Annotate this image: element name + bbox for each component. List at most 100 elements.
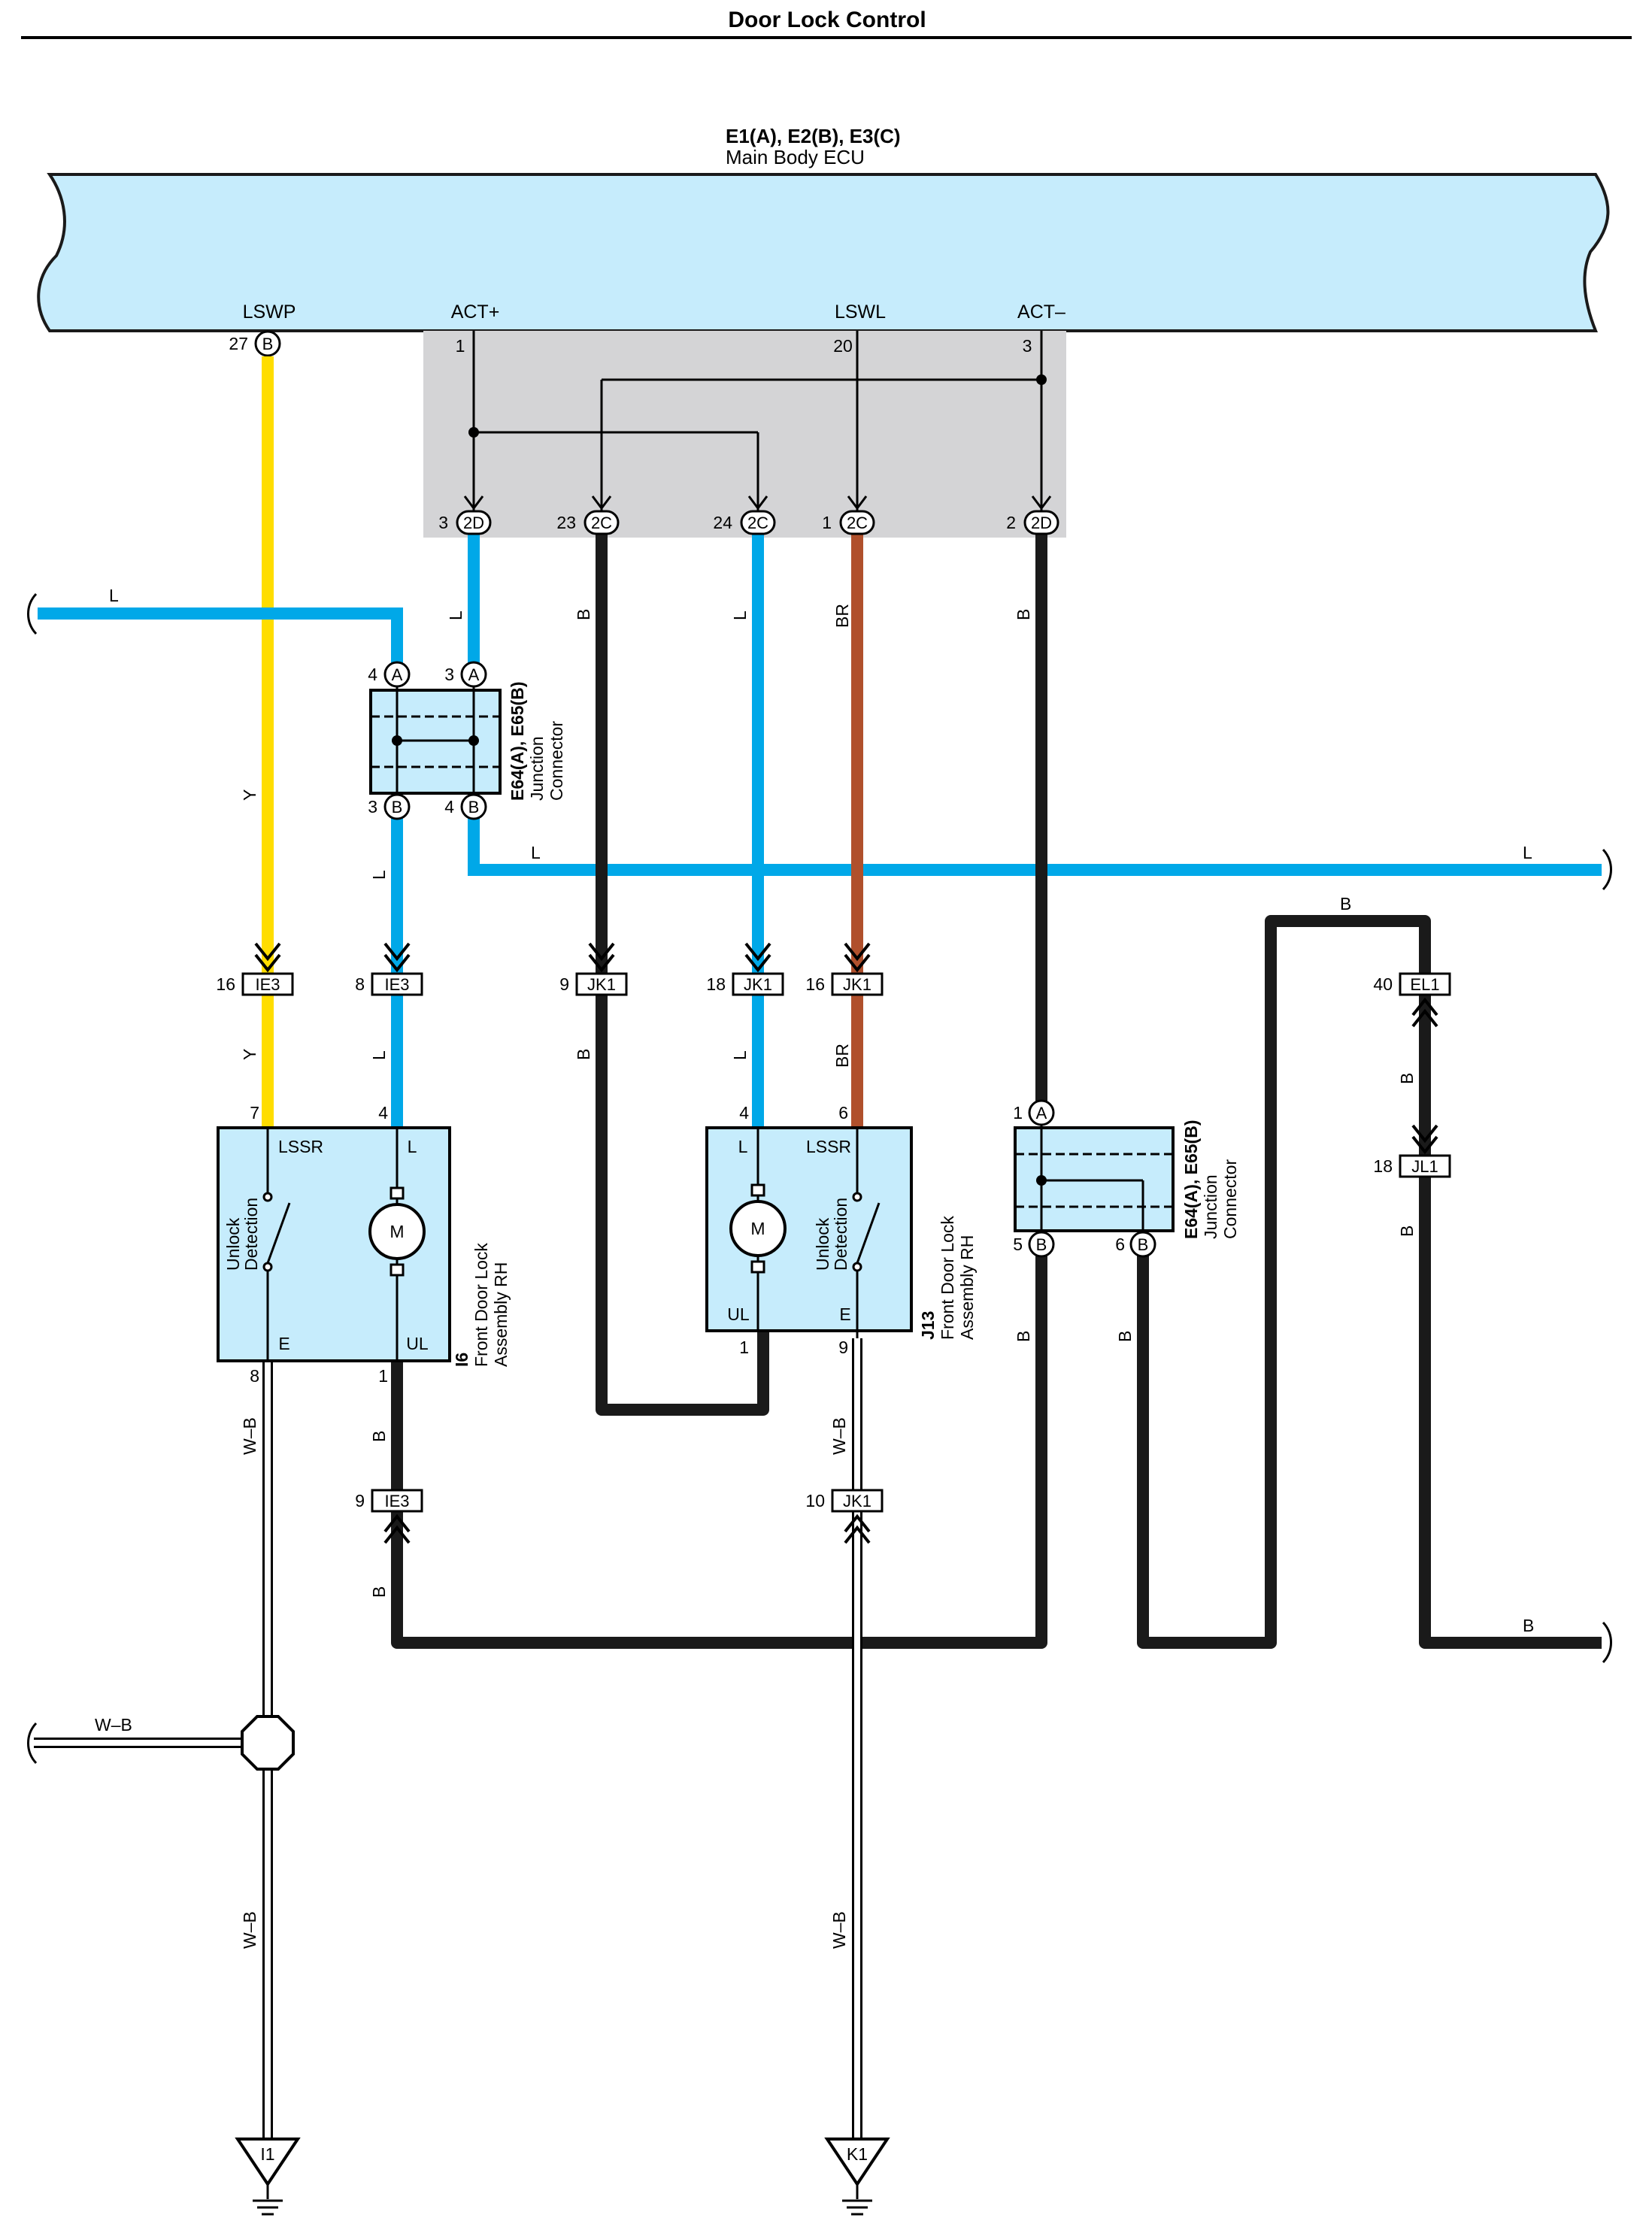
ic-pin-5: 40 bbox=[1373, 974, 1393, 994]
j13-lssr-label: LSSR bbox=[806, 1137, 851, 1156]
jtop-conn-1: A bbox=[468, 665, 480, 684]
jright-pin-1: 5 bbox=[1013, 1235, 1023, 1254]
ecu-terminal-lswl: LSWL bbox=[835, 301, 886, 323]
i6-pin-lssr: 7 bbox=[250, 1103, 259, 1123]
jtop-conn-3: B bbox=[468, 798, 480, 817]
ecu-internal-lines bbox=[463, 331, 1052, 511]
wire-label-l-2: L bbox=[531, 843, 541, 862]
svg-text:W–B: W–B bbox=[240, 1911, 259, 1949]
jright-conn-2: B bbox=[1138, 1235, 1149, 1254]
svg-text:B: B bbox=[369, 1431, 389, 1442]
i6-ul-label: UL bbox=[406, 1334, 429, 1353]
svg-text:Assembly RH: Assembly RH bbox=[491, 1262, 511, 1367]
svg-text:L: L bbox=[730, 611, 750, 620]
jright-conn-0: A bbox=[1036, 1104, 1047, 1123]
ic-id-0: IE3 bbox=[255, 975, 280, 994]
svg-text:Unlock: Unlock bbox=[223, 1217, 243, 1271]
svg-text:Y: Y bbox=[240, 789, 259, 801]
j13-pin-e: 9 bbox=[838, 1338, 848, 1357]
wire-wb-rh bbox=[34, 1361, 273, 2139]
svg-text:BR: BR bbox=[832, 604, 852, 628]
svg-text:Unlock: Unlock bbox=[813, 1217, 832, 1271]
jtop-conn-0: A bbox=[392, 665, 403, 684]
jright-label: E64(A), E65(B) Junction Connector bbox=[1181, 1120, 1240, 1239]
svg-text:L: L bbox=[446, 611, 465, 620]
junction-connector-right bbox=[1014, 1099, 1175, 1258]
ic-id-3: JK1 bbox=[744, 975, 772, 994]
ecu-conn-pin-2: 24 bbox=[713, 513, 732, 532]
i6-l-label: L bbox=[408, 1137, 417, 1156]
ground-i1-label: I1 bbox=[260, 2144, 274, 2164]
ic-id-6: JL1 bbox=[1411, 1157, 1438, 1176]
wb-splice-octagon bbox=[241, 1715, 295, 1771]
ecu-conn-pin-1: 23 bbox=[556, 513, 576, 532]
ecu-name-label: Main Body ECU bbox=[726, 146, 865, 168]
ic-id-1: IE3 bbox=[384, 975, 409, 994]
ic-id-2: JK1 bbox=[587, 975, 616, 994]
ecu-conn-id-1: 2C bbox=[591, 514, 612, 532]
j13-e-label: E bbox=[839, 1304, 850, 1324]
j13-pin-lssr: 6 bbox=[838, 1103, 848, 1123]
ecu-terminal-act-plus: ACT+ bbox=[451, 301, 500, 323]
svg-text:Junction: Junction bbox=[1201, 1174, 1220, 1239]
svg-text:B: B bbox=[1397, 1073, 1417, 1084]
ecu-conn-pin-4: 2 bbox=[1006, 513, 1016, 532]
wire-label-l-3: L bbox=[1523, 843, 1532, 862]
svg-text:B: B bbox=[1014, 1331, 1033, 1342]
wire-b-right-loop bbox=[1137, 915, 1602, 1649]
svg-text:Assembly RH: Assembly RH bbox=[957, 1235, 977, 1340]
ecu-terminal-lswp: LSWP bbox=[243, 301, 296, 323]
svg-text:B: B bbox=[369, 1586, 389, 1598]
j13-l-label: L bbox=[738, 1137, 748, 1156]
i6-pin-ul: 1 bbox=[378, 1366, 388, 1386]
ic-id-8: JK1 bbox=[843, 1492, 871, 1510]
svg-text:W–B: W–B bbox=[829, 1417, 849, 1455]
i6-lssr-label: LSSR bbox=[278, 1137, 323, 1156]
ic-pin-0: 16 bbox=[216, 974, 235, 994]
wire-l-left-feed bbox=[38, 607, 403, 669]
svg-text:I6: I6 bbox=[452, 1353, 471, 1367]
ground-symbol-i1 bbox=[235, 2138, 301, 2216]
jtop-conn-2: B bbox=[392, 798, 403, 817]
svg-text:B: B bbox=[574, 1049, 593, 1060]
jtop-pin-1: 3 bbox=[444, 665, 454, 684]
i6-name-label: I6 Front Door Lock Assembly RH bbox=[452, 1243, 511, 1367]
svg-text:Detection: Detection bbox=[831, 1198, 850, 1271]
ic-id-7: IE3 bbox=[384, 1492, 409, 1510]
jtop-pin-2: 3 bbox=[368, 797, 377, 817]
i6-pin-e: 8 bbox=[250, 1366, 259, 1386]
svg-text:BR: BR bbox=[832, 1044, 852, 1068]
wire-label-wb-h: W–B bbox=[95, 1715, 132, 1735]
svg-text:L: L bbox=[730, 1050, 750, 1060]
main-body-ecu bbox=[37, 173, 1610, 332]
svg-text:Connector: Connector bbox=[1220, 1159, 1240, 1239]
door-lock-assembly-i6 bbox=[217, 1126, 451, 1362]
ecu-conn-id-0: 2D bbox=[463, 514, 484, 532]
svg-text:L: L bbox=[369, 870, 389, 880]
svg-text:Front Door Lock: Front Door Lock bbox=[471, 1243, 491, 1367]
wire-label-b-top: B bbox=[1340, 894, 1351, 914]
svg-text:B: B bbox=[574, 609, 593, 620]
ecu-pin-act-plus: 1 bbox=[456, 336, 465, 356]
svg-text:Connector: Connector bbox=[547, 721, 566, 801]
svg-text:B: B bbox=[1014, 609, 1033, 620]
wire-l-right-feed bbox=[468, 814, 1602, 876]
j13-pin-ul: 1 bbox=[739, 1338, 749, 1357]
vertical-wire-labels: L B L BR B Y L Y L B L BR B B B B B B W–… bbox=[240, 604, 1417, 1949]
ic-pin-7: 9 bbox=[355, 1491, 365, 1510]
wire-label-l-1: L bbox=[109, 586, 119, 605]
svg-text:E64(A), E65(B): E64(A), E65(B) bbox=[1181, 1120, 1201, 1239]
ground-symbol-k1 bbox=[824, 2138, 890, 2216]
ecu-pin-lswl: 20 bbox=[833, 336, 853, 356]
jtop-label: E64(A), E65(B) Junction Connector bbox=[508, 682, 566, 801]
inline-connector-symbols bbox=[241, 972, 1451, 1513]
j13-name-label: J13 Front Door Lock Assembly RH bbox=[918, 1216, 977, 1340]
ecu-internal-wiring-region bbox=[423, 331, 1066, 538]
ic-pin-4: 16 bbox=[805, 974, 825, 994]
ecu-conn-pin-0: 3 bbox=[438, 513, 448, 532]
jtop-pin-0: 4 bbox=[368, 665, 377, 684]
svg-text:Front Door Lock: Front Door Lock bbox=[938, 1216, 957, 1340]
i6-e-label: E bbox=[278, 1334, 289, 1353]
junction-connector-top bbox=[369, 661, 502, 820]
